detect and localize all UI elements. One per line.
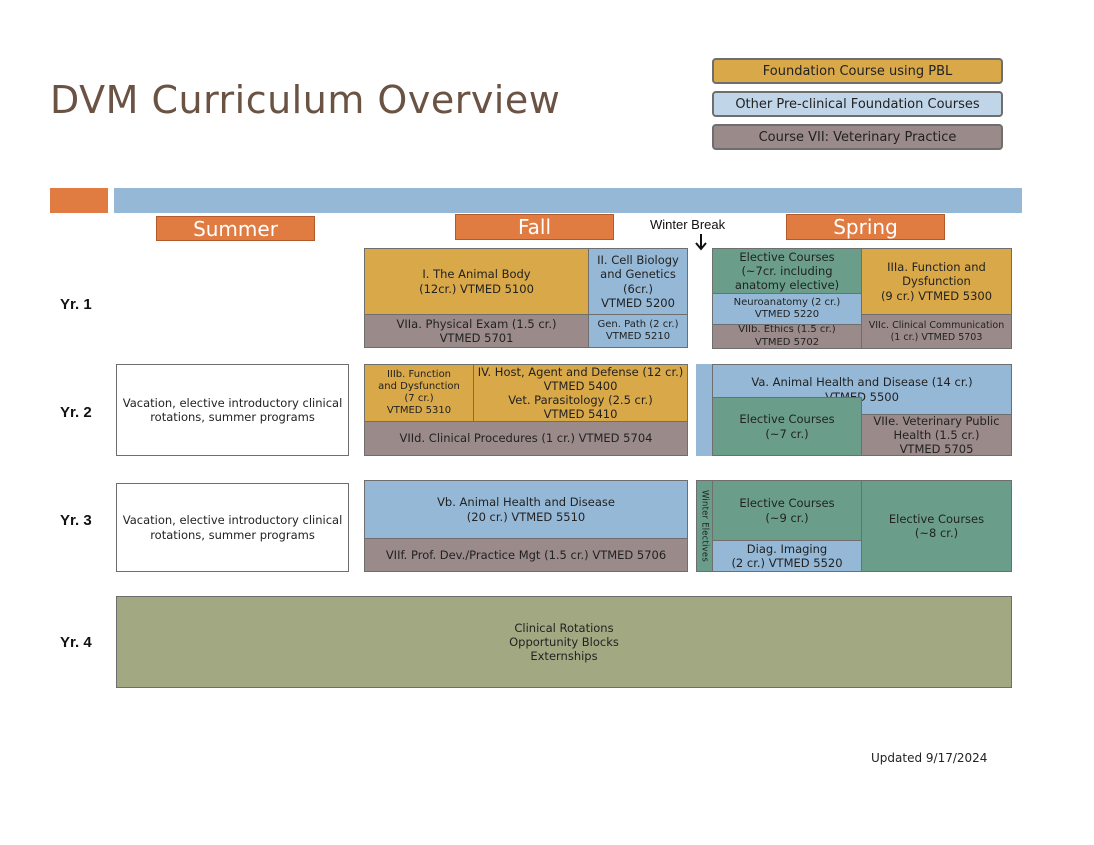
course-prof-dev: VIIf. Prof. Dev./Practice Mgt (1.5 cr.) … xyxy=(364,538,688,572)
winter-break-label: Winter Break xyxy=(650,217,726,232)
course-elective-9cr: Elective Courses (~9 cr.) xyxy=(712,480,862,541)
year-label-2: Yr. 2 xyxy=(60,404,92,421)
course-elective-yr2: Elective Courses (~7 cr.) xyxy=(712,397,862,456)
summer-block-yr3: Vacation, elective introductory clinical… xyxy=(116,483,349,572)
course-vet-public-health: VIIe. Veterinary Public Health (1.5 cr.)… xyxy=(861,414,1012,456)
semester-spring: Spring xyxy=(786,214,945,240)
legend-vet-practice: Course VII: Veterinary Practice xyxy=(712,124,1003,150)
course-neuroanatomy: Neuroanatomy (2 cr.) VTMED 5220 xyxy=(712,293,862,325)
course-gen-path: Gen. Path (2 cr.) VTMED 5210 xyxy=(588,314,688,348)
course-cell-biology: II. Cell Biology and Genetics (6cr.) VTM… xyxy=(588,248,688,315)
header-timeline-bar xyxy=(114,188,1022,213)
course-function-dysfunction-b: IIIb. Function and Dysfunction (7 cr.) V… xyxy=(364,364,474,422)
course-animal-body: I. The Animal Body (12cr.) VTMED 5100 xyxy=(364,248,589,315)
year-label-4: Yr. 4 xyxy=(60,634,92,651)
page-title: DVM Curriculum Overview xyxy=(50,78,561,122)
course-clinical-communication: VIIc. Clinical Communication (1 cr.) VTM… xyxy=(861,314,1012,349)
legend-pbl: Foundation Course using PBL xyxy=(712,58,1003,84)
updated-date: Updated 9/17/2024 xyxy=(871,751,988,765)
course-animal-health-b: Vb. Animal Health and Disease (20 cr.) V… xyxy=(364,480,688,539)
semester-summer: Summer xyxy=(156,216,315,241)
clinical-rotations-block: Clinical Rotations Opportunity Blocks Ex… xyxy=(116,596,1012,688)
course-animal-health-a: Va. Animal Health and Disease (14 cr.) V… xyxy=(712,364,1012,415)
winter-strip-yr2 xyxy=(696,364,713,456)
year-label-1: Yr. 1 xyxy=(60,296,92,313)
arrow-down-icon xyxy=(695,234,707,251)
course-function-dysfunction-a: IIIa. Function and Dysfunction (9 cr.) V… xyxy=(861,248,1012,315)
header-accent-bar xyxy=(50,188,108,213)
course-winter-electives: Winter Electives xyxy=(696,480,713,572)
course-ethics: VIIb. Ethics (1.5 cr.) VTMED 5702 xyxy=(712,324,862,349)
summer-block-yr2: Vacation, elective introductory clinical… xyxy=(116,364,349,456)
year-label-3: Yr. 3 xyxy=(60,512,92,529)
semester-fall: Fall xyxy=(455,214,614,240)
course-host-agent-defense: IV. Host, Agent and Defense (12 cr.) VTM… xyxy=(473,364,688,422)
course-diag-imaging: Diag. Imaging (2 cr.) VTMED 5520 xyxy=(712,540,862,572)
course-elective-yr1: Elective Courses (~7cr. including anatom… xyxy=(712,248,862,294)
course-physical-exam: VIIa. Physical Exam (1.5 cr.) VTMED 5701 xyxy=(364,314,589,348)
course-elective-8cr: Elective Courses (~8 cr.) xyxy=(861,480,1012,572)
legend-preclinical: Other Pre-clinical Foundation Courses xyxy=(712,91,1003,117)
course-clinical-procedures: VIId. Clinical Procedures (1 cr.) VTMED … xyxy=(364,421,688,456)
